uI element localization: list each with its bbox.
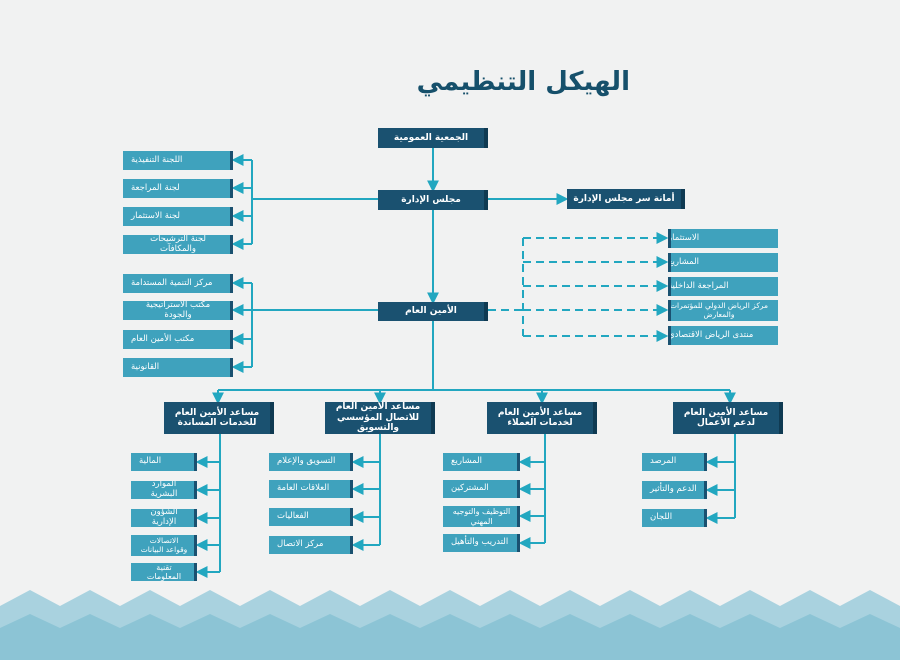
assistant-business-support: مساعد الأمين العام لدعم الأعمال — [673, 402, 783, 434]
page-title-text: الهيكل التنظيمي — [416, 67, 630, 97]
office-strategy: مكتب الاستراتيجية والجودة — [123, 301, 233, 320]
board-secretariat-box: أمانة سر مجلس الإدارة — [567, 189, 685, 209]
unit-economic-forum: منتدى الرياض الاقتصادي — [668, 326, 778, 345]
office-sustainability: مركز التنمية المستدامة — [123, 274, 233, 293]
list-item: الموارد البشرية — [131, 481, 197, 499]
list-item: التدريب والتأهيل — [443, 534, 520, 552]
page-title: الهيكل التنظيمي — [416, 62, 640, 102]
wave-decoration — [0, 590, 900, 660]
secretary-general-box: الأمين العام — [378, 302, 488, 321]
unit-projects: المشاريع — [668, 253, 778, 272]
list-item: تقنية المعلومات — [131, 563, 197, 581]
list-item: اللجان — [642, 509, 707, 527]
list-item: الدعم والتأثير — [642, 481, 707, 499]
committee-nominations: لجنة الترشيحات والمكافآت — [123, 235, 233, 254]
list-item: الشؤون الإدارية — [131, 509, 197, 527]
office-sg: مكتب الأمين العام — [123, 330, 233, 349]
list-item: التوظيف والتوجيه المهني — [443, 506, 520, 527]
list-item: الاتصالات وقواعد البيانات — [131, 535, 197, 556]
assistant-communications: مساعد الأمين العام للاتصال المؤسسي والتس… — [325, 402, 435, 434]
unit-internal-audit: المراجعة الداخلية — [668, 277, 778, 296]
assistant-customer-services: مساعد الأمين العام لخدمات العملاء — [487, 402, 597, 434]
committee-audit: لجنة المراجعة — [123, 179, 233, 198]
office-legal: القانونية — [123, 358, 233, 377]
list-item: العلاقات العامة — [269, 480, 353, 498]
unit-riyadh-center: مركز الرياض الدولي للمؤتمرات والمعارض — [668, 300, 778, 321]
general-assembly-box: الجمعية العمومية — [378, 128, 488, 148]
list-item: المرصد — [642, 453, 707, 471]
board-box: مجلس الإدارة — [378, 190, 488, 210]
list-item: المشتركين — [443, 480, 520, 498]
list-item: مركز الاتصال — [269, 536, 353, 554]
assistant-support-services: مساعد الأمين العام للخدمات المساندة — [164, 402, 274, 434]
list-item: التسويق والإعلام — [269, 453, 353, 471]
list-item: المشاريع — [443, 453, 520, 471]
committee-executive: اللجنة التنفيذية — [123, 151, 233, 170]
list-item: الفعاليات — [269, 508, 353, 526]
committee-investment: لجنة الاستثمار — [123, 207, 233, 226]
unit-investment: الاستثمار — [668, 229, 778, 248]
list-item: المالية — [131, 453, 197, 471]
